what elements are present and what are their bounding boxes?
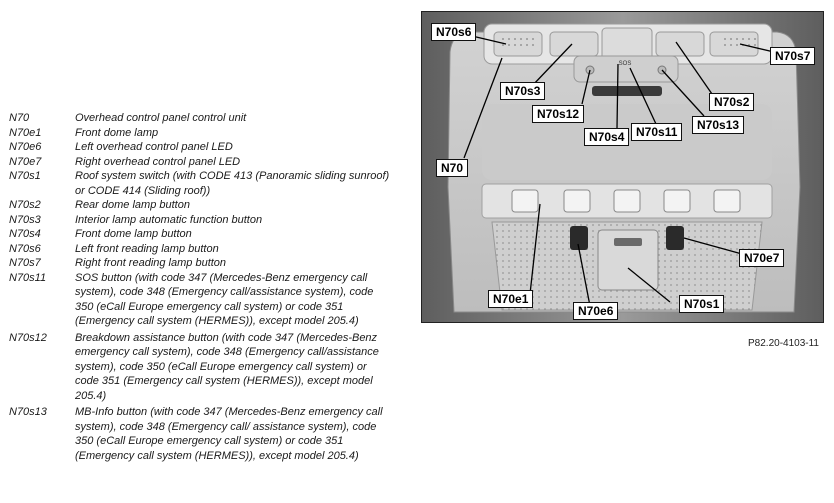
interior-automatic-button xyxy=(549,31,599,57)
legend-desc: Left front reading lamp button xyxy=(75,242,219,255)
legend-code: N70s6 xyxy=(9,242,41,255)
callout-n70s11: N70s11 xyxy=(631,123,683,141)
legend-row: N70s11 SOS button (with code 347 (Mercede… xyxy=(9,271,394,329)
legend-row: N70s13 MB-Info button (with code 347 (Mer… xyxy=(9,405,394,463)
legend-code: N70s11 xyxy=(9,271,47,284)
legend-row: N70s1 Roof system switch (with CODE 413 (… xyxy=(9,169,394,198)
legend-desc: Front dome lamp button xyxy=(75,228,192,240)
legend-code: N70e7 xyxy=(9,155,42,168)
roof-switch-area xyxy=(597,229,659,291)
callout-n70s12: N70s12 xyxy=(532,105,585,123)
callout-n70e1: N70e1 xyxy=(488,290,534,308)
left-led xyxy=(570,226,588,250)
left-grill xyxy=(502,38,538,48)
overhead-panel-photo: SOS xyxy=(421,11,824,323)
legend-code: N70s3 xyxy=(9,213,41,226)
legend-code: N70s13 xyxy=(9,406,47,418)
legend-code: N70s7 xyxy=(9,257,41,269)
figure-reference: P82.20-4103-11 xyxy=(748,338,819,349)
legend-desc: Right overhead control panel LED xyxy=(75,155,241,168)
legend-row: N70e6 Left overhead control panel LED xyxy=(9,140,394,155)
right-grill xyxy=(722,38,758,48)
callout-n70: N70 xyxy=(436,159,469,177)
legend-desc: Breakdown assistance button (with code 3… xyxy=(75,331,379,402)
callout-n70s1: N70s1 xyxy=(679,295,725,313)
legend-row: N70s12 Breakdown assistance button (with … xyxy=(9,331,394,404)
legend-row: N70s6 Left front reading lamp button xyxy=(9,242,394,257)
legend-row: N70e7 Right overhead control panel LED xyxy=(9,155,394,170)
legend-row: N70s4 Front dome lamp button xyxy=(9,227,394,242)
legend-row: N70e1 Front dome lamp xyxy=(9,126,394,141)
callout-n70e6: N70e6 xyxy=(573,302,619,320)
callout-n70s13: N70s13 xyxy=(692,116,745,134)
legend-desc: MB-Info button (with code 347 (Mercedes-… xyxy=(75,406,383,462)
panel-illustration: SOS xyxy=(422,12,823,322)
component-legend: N70 Overhead control panel control unit N… xyxy=(9,111,394,463)
legend-desc: Overhead control panel control unit xyxy=(75,112,247,124)
legend-code: N70s4 xyxy=(9,228,41,240)
legend-code: N70e1 xyxy=(9,126,42,139)
sos-label: SOS xyxy=(619,61,632,67)
legend-desc: Roof system switch (with CODE 413 (Panor… xyxy=(75,170,390,197)
callout-n70s2: N70s2 xyxy=(709,93,755,111)
legend-desc: Left overhead control panel LED xyxy=(75,141,233,153)
legend-row: N70s3 Interior lamp automatic function bu… xyxy=(9,213,394,228)
dark-slot xyxy=(592,86,662,96)
legend-row: N70s7 Right front reading lamp button xyxy=(9,256,394,271)
legend-code: N70s2 xyxy=(9,199,41,211)
legend-desc: SOS button (with code 347 (Mercedes-Benz… xyxy=(75,271,374,328)
legend-desc: Front dome lamp xyxy=(75,126,159,139)
right-led xyxy=(666,226,684,250)
callout-n70e7: N70e7 xyxy=(739,249,785,267)
callout-n70s3: N70s3 xyxy=(500,82,546,100)
callout-n70s7: N70s7 xyxy=(770,47,816,65)
legend-desc: Right front reading lamp button xyxy=(75,257,227,269)
callout-lines xyxy=(463,35,775,307)
roof-switch xyxy=(614,238,642,246)
legend-row: N70s2 Rear dome lamp button xyxy=(9,198,394,213)
legend-code: N70e6 xyxy=(9,141,42,153)
legend-desc: Rear dome lamp button xyxy=(75,199,190,211)
legend-desc: Interior lamp automatic function button xyxy=(75,213,263,226)
sos-cluster xyxy=(573,55,679,83)
callout-n70s6: N70s6 xyxy=(431,23,477,41)
callout-n70s4: N70s4 xyxy=(584,128,630,146)
legend-code: N70s1 xyxy=(9,170,41,182)
legend-code: N70 xyxy=(9,112,30,124)
legend-row: N70 Overhead control panel control unit xyxy=(9,111,394,126)
rear-dome-lamp-button xyxy=(655,31,705,57)
legend-code: N70s12 xyxy=(9,331,47,344)
